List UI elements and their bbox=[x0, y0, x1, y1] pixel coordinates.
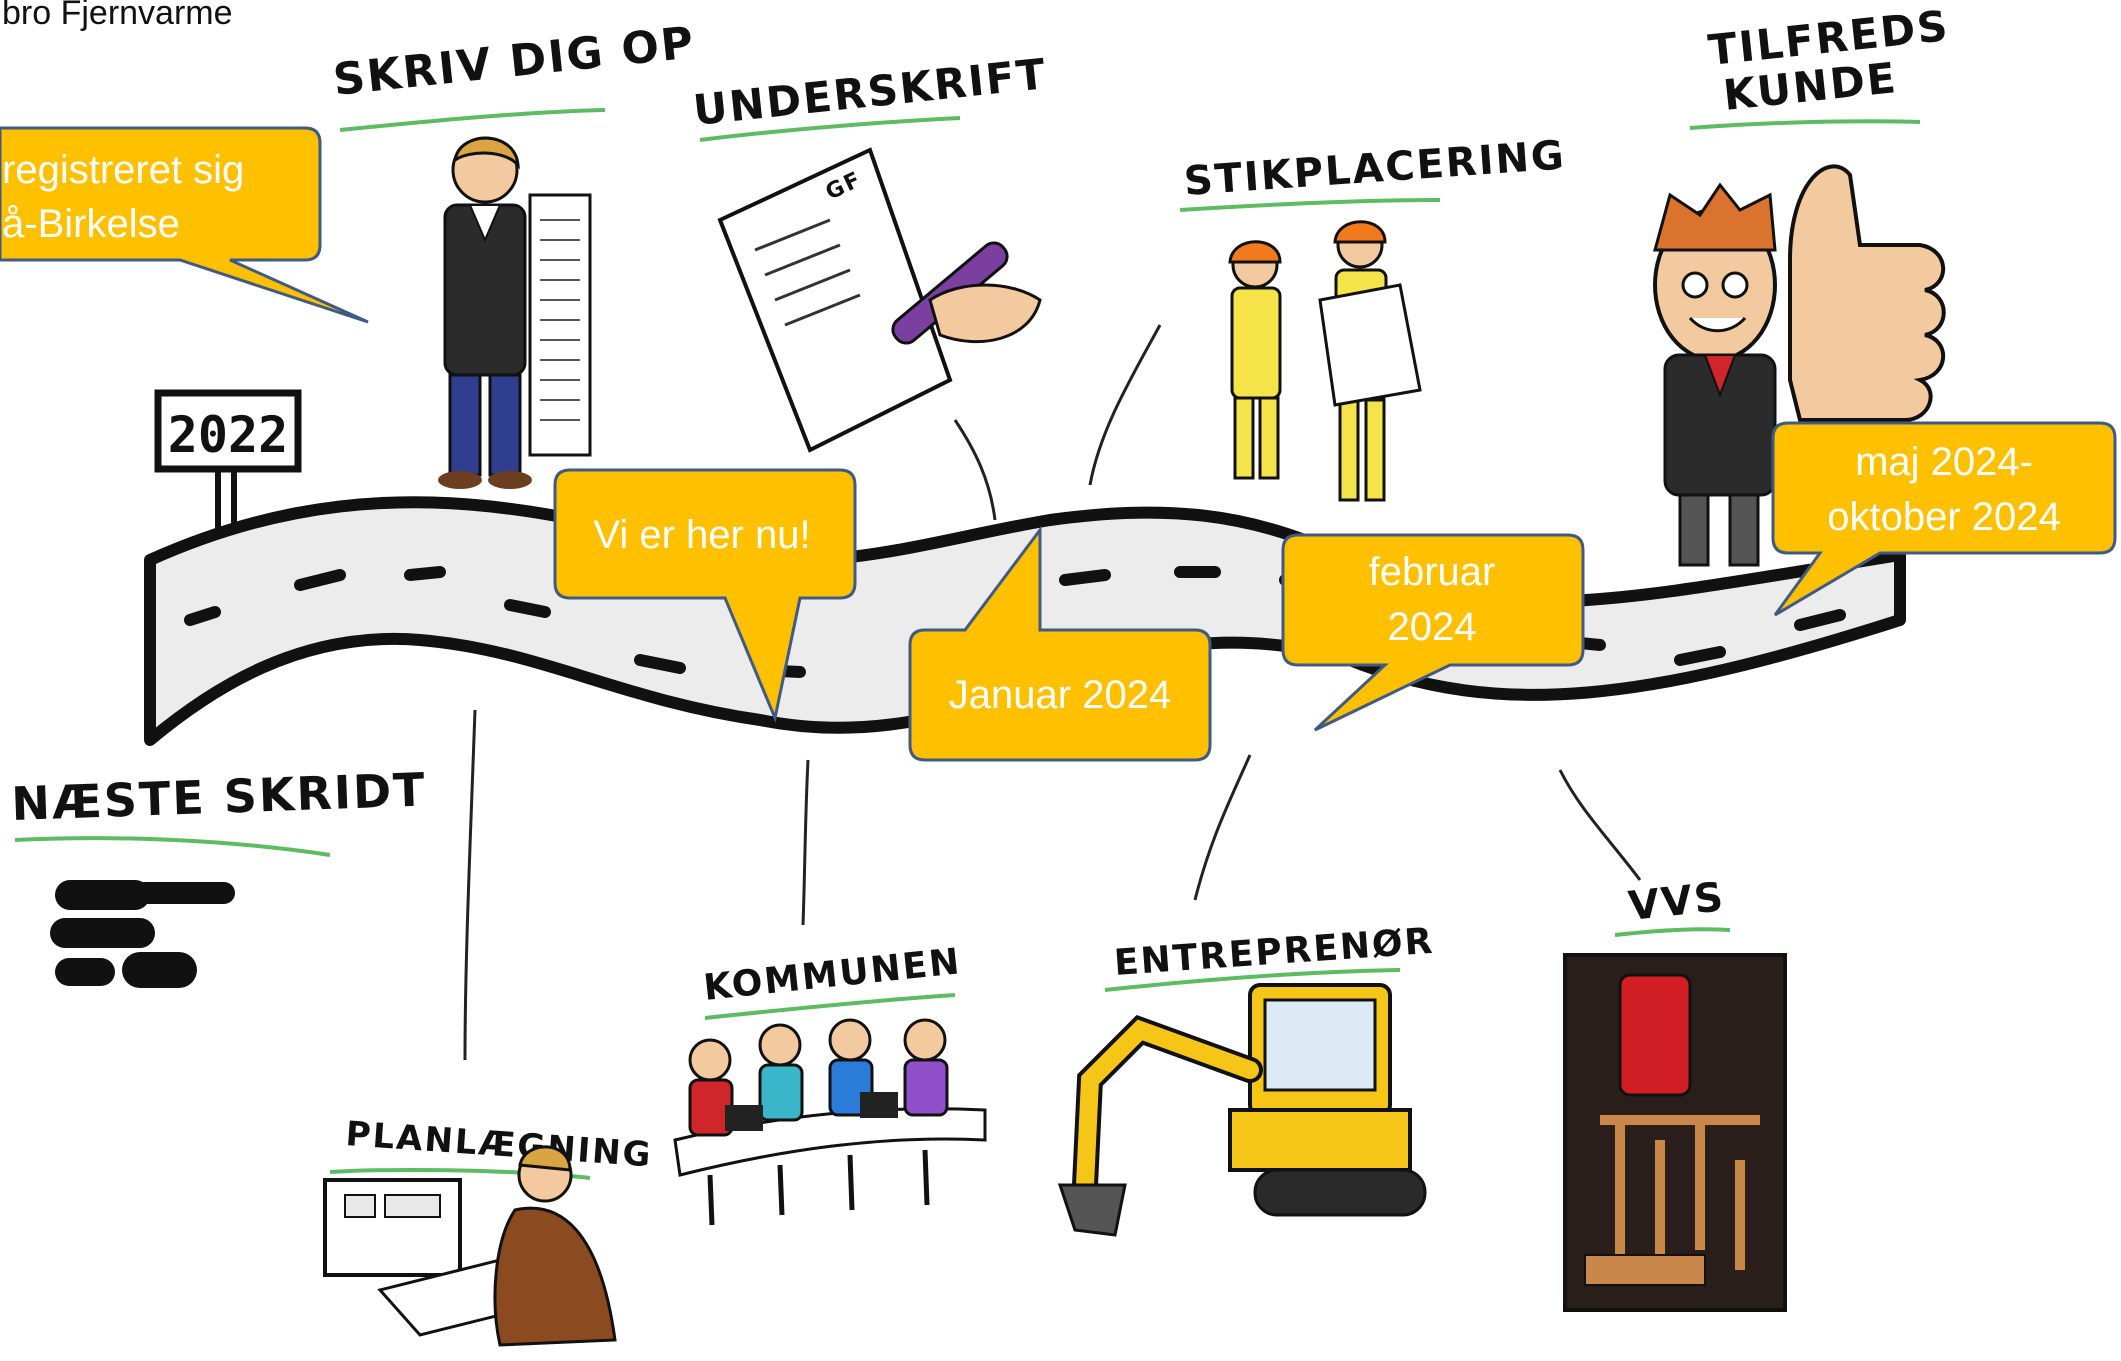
step-planlaegning: PLANLÆGNING bbox=[323, 1114, 654, 1347]
planner-at-computer-figure bbox=[323, 1145, 617, 1347]
callout-registered-line2: å-Birkelse bbox=[2, 202, 180, 246]
excavator-figure bbox=[1057, 983, 1427, 1237]
step-title-vvs: VVS bbox=[1626, 874, 1727, 930]
year-sign: 2022 bbox=[154, 389, 302, 530]
callout-maj-line2: oktober 2024 bbox=[1827, 495, 2061, 539]
signing-document-figure: GF bbox=[717, 147, 1042, 453]
step-title-stikplacering: STIKPLACERING bbox=[1182, 132, 1567, 205]
step-title-planlaegning: PLANLÆGNING bbox=[344, 1114, 653, 1175]
step-skriv-dig-op: SKRIV DIG OP bbox=[331, 17, 698, 489]
callout-januar-text: Januar 2024 bbox=[949, 673, 1171, 717]
callout-registered: registreret sig å-Birkelse bbox=[0, 126, 369, 324]
step-underskrift: UNDERSKRIFT GF bbox=[691, 49, 1049, 453]
callout-februar-line1: februar bbox=[1369, 550, 1496, 594]
surveyors-figure bbox=[1228, 220, 1422, 502]
callout-here-now: Vi er her nu! bbox=[553, 468, 857, 724]
municipality-meeting-figure bbox=[673, 1018, 987, 1226]
step-kommunen: KOMMUNEN bbox=[673, 941, 987, 1226]
callout-registered-line1: registreret sig bbox=[2, 148, 244, 192]
callout-here-now-text: Vi er her nu! bbox=[593, 513, 810, 557]
step-vvs: VVS bbox=[1563, 874, 1787, 1312]
step-title-naeste-skridt: NÆSTE SKRIDT bbox=[10, 763, 427, 831]
callout-februar-line2: 2024 bbox=[1388, 605, 1477, 649]
step-naeste-skridt: NÆSTE SKRIDT bbox=[10, 763, 427, 988]
callout-februar: februar 2024 bbox=[1281, 533, 1585, 732]
man-with-list-figure bbox=[438, 136, 592, 489]
step-title-skriv-dig-op: SKRIV DIG OP bbox=[331, 17, 698, 106]
footprints-icon bbox=[50, 880, 235, 988]
connector-lines bbox=[463, 324, 1752, 1061]
callout-januar: Januar 2024 bbox=[908, 525, 1212, 762]
org-label: bro Fjernvarme bbox=[2, 0, 233, 32]
thumbs-up-customer-figure bbox=[1653, 164, 1946, 567]
callout-maj-line1: maj 2024- bbox=[1855, 440, 2033, 484]
year-label: 2022 bbox=[168, 406, 288, 464]
callout-maj-oktober: maj 2024- oktober 2024 bbox=[1771, 421, 2117, 617]
heating-unit-figure bbox=[1563, 953, 1787, 1312]
step-entreprenor: ENTREPRENØR bbox=[1057, 921, 1436, 1237]
step-stikplacering: STIKPLACERING bbox=[1179, 132, 1567, 502]
